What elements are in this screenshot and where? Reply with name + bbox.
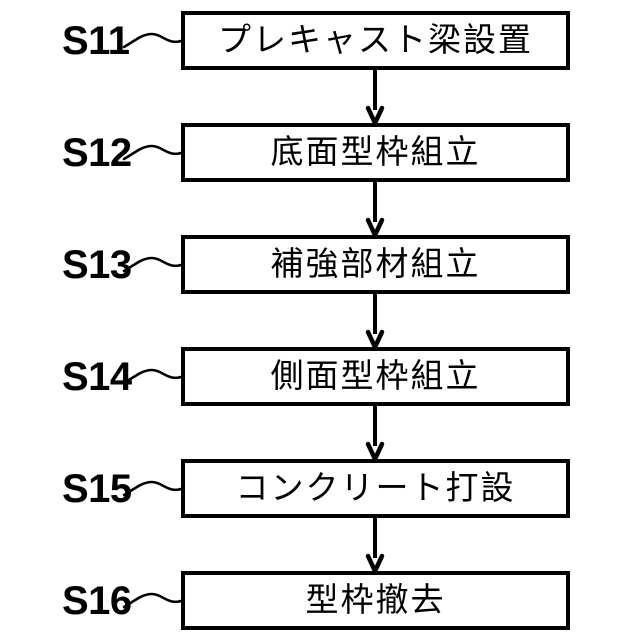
- process-box-s15-label: コンクリート打設: [235, 468, 516, 507]
- connector-s12-s13-head: [365, 217, 385, 241]
- step-ref-s14: S14: [62, 355, 132, 399]
- process-box-s12-label: 底面型枠組立: [270, 132, 481, 171]
- leader-line-s12: [122, 144, 183, 161]
- leader-line-s11: [122, 32, 183, 49]
- step-ref-s13: S13: [62, 243, 132, 287]
- step-ref-s11: S11: [62, 19, 130, 63]
- leader-line-s13: [122, 256, 183, 273]
- process-box-s16-label: 型枠撤去: [305, 580, 446, 619]
- process-box-s14[interactable]: 側面型枠組立: [181, 347, 570, 406]
- process-box-s14-label: 側面型枠組立: [270, 356, 481, 395]
- leader-line-s14: [122, 368, 183, 385]
- process-box-s16[interactable]: 型枠撤去: [181, 571, 570, 630]
- connector-s14-s15-head: [365, 441, 385, 465]
- connector-s11-s12-head: [365, 105, 385, 129]
- process-box-s11[interactable]: プレキャスト梁設置: [181, 11, 570, 70]
- connector-s13-s14-head: [365, 329, 385, 353]
- process-box-s13[interactable]: 補強部材組立: [181, 235, 570, 294]
- step-ref-s15: S15: [62, 467, 132, 511]
- process-box-s11-label: プレキャスト梁設置: [218, 20, 533, 59]
- step-ref-s12: S12: [62, 131, 132, 175]
- process-box-s13-label: 補強部材組立: [270, 244, 481, 283]
- connector-s15-s16-head: [365, 553, 385, 577]
- step-ref-s16: S16: [62, 579, 132, 623]
- leader-line-s15: [122, 480, 183, 497]
- process-box-s12[interactable]: 底面型枠組立: [181, 123, 570, 182]
- process-box-s15[interactable]: コンクリート打設: [181, 459, 570, 518]
- leader-line-s16: [122, 592, 183, 609]
